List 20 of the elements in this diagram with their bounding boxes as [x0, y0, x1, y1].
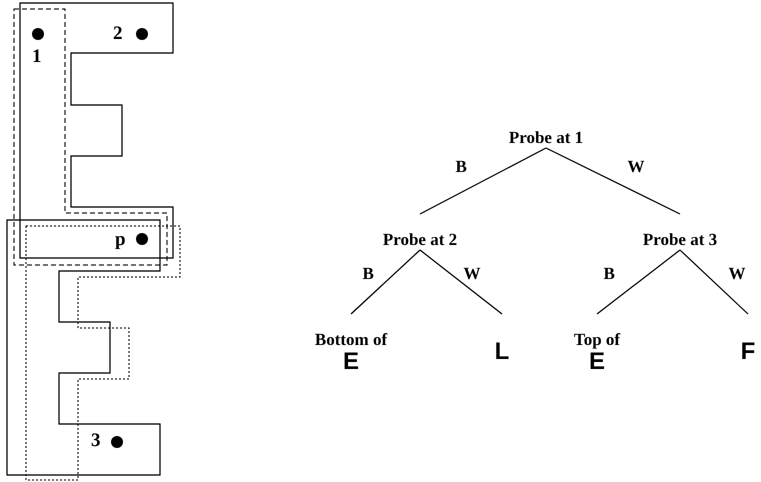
tree-branch-line: [420, 250, 502, 314]
node-label: Top of: [574, 330, 620, 350]
point-label: p: [115, 230, 126, 250]
node-label: Probe at 3: [642, 230, 718, 250]
tree-branch-line: [420, 147, 546, 215]
shape-letter: E: [342, 350, 359, 374]
tree-branch-line: [350, 250, 420, 314]
shape-letter: L: [494, 340, 510, 364]
point-label: 2: [113, 24, 122, 44]
point-label: 3: [91, 431, 100, 451]
point-label: 1: [32, 47, 42, 67]
tree-branch-line: [596, 250, 680, 314]
tree-branch-line: [546, 147, 680, 215]
shape-letter: E: [588, 350, 605, 374]
node-label: Probe at 2: [382, 230, 458, 250]
node-label: Bottom of: [314, 330, 388, 350]
tree-branch-line: [680, 250, 748, 314]
shape-letter: F: [740, 340, 756, 364]
edge-label: W: [462, 265, 482, 283]
node-label: Probe at 1: [508, 128, 584, 148]
